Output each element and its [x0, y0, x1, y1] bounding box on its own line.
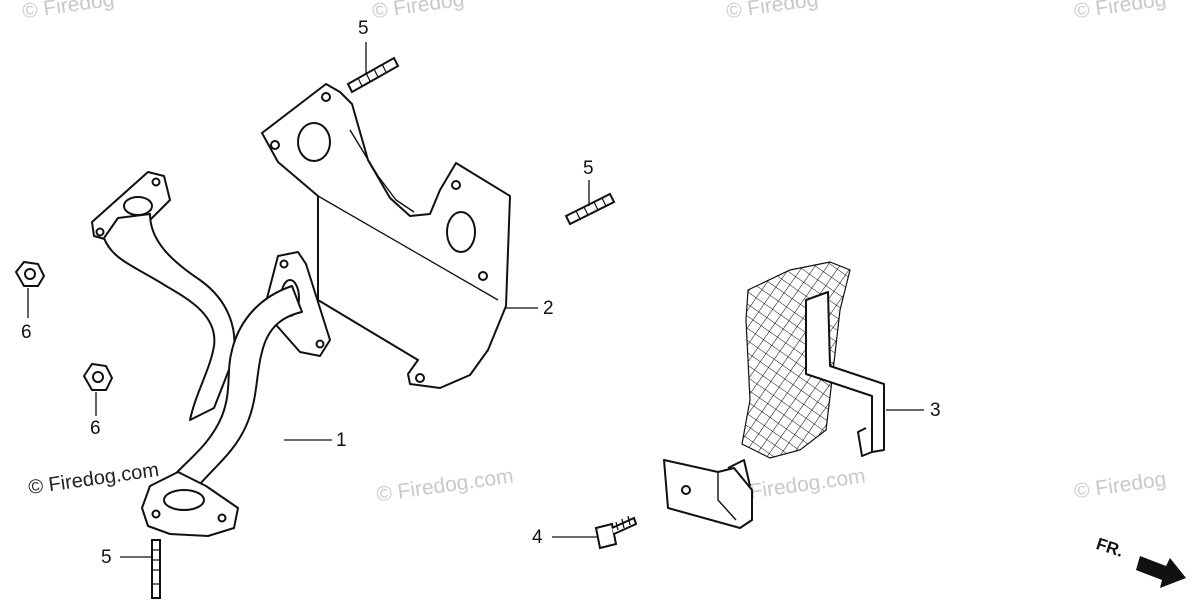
callout-5-bottom: 5 — [101, 547, 112, 568]
callout-4: 4 — [532, 527, 543, 548]
callout-1: 1 — [336, 430, 347, 451]
callout-5-right: 5 — [583, 158, 594, 179]
flange-bolt-icon — [594, 515, 638, 550]
front-direction-arrow-icon — [1136, 556, 1186, 588]
flange-nut-icon — [14, 260, 114, 391]
heat-shield-plate-icon — [261, 83, 511, 389]
leader-lines — [27, 42, 924, 558]
exhaust-pipe-icon — [91, 171, 331, 537]
stud-bolt-icon — [151, 56, 616, 599]
callout-6-upper: 6 — [21, 322, 32, 343]
callout-2: 2 — [543, 298, 554, 319]
callout-5-top: 5 — [358, 18, 369, 39]
callout-3: 3 — [930, 400, 941, 421]
callout-6-lower: 6 — [90, 418, 101, 439]
muffler-protector-mesh-icon — [663, 261, 885, 529]
